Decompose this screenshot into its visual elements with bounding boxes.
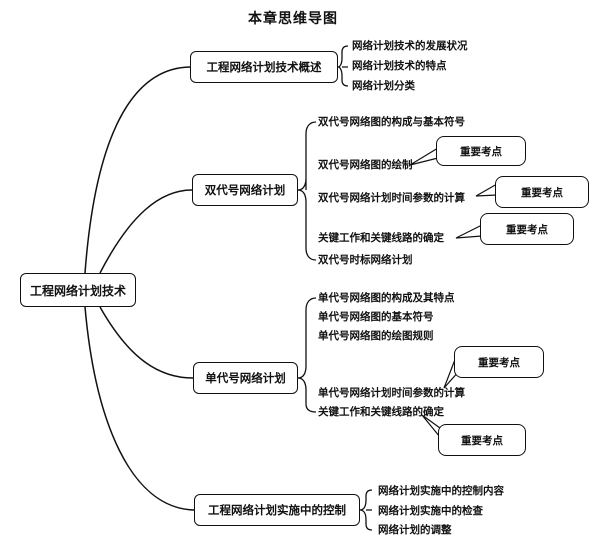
leaf-single-2: 单代号网络图的基本符号 (318, 311, 434, 323)
leaf-single-1: 单代号网络图的构成及其特点 (318, 292, 455, 304)
branch-label-control: 工程网络计划实施中的控制 (208, 503, 346, 517)
leaf-overview-1: 网络计划技术的发展状况 (352, 40, 468, 52)
callout-pointer-3 (455, 224, 483, 239)
leaf-single-4: 单代号网络计划时间参数的计算 (318, 387, 465, 399)
key-point-label-4: 重要考点 (478, 356, 520, 369)
brace-branch-1 (337, 45, 349, 87)
page-title: 本章思维导图 (248, 11, 338, 27)
leaf-control-2: 网络计划实施中的检查 (378, 505, 483, 517)
leaf-double-3: 双代号网络计划时间参数的计算 (318, 192, 465, 204)
key-point-label-5: 重要考点 (461, 434, 503, 447)
branch-label-double-code: 双代号网络计划 (204, 183, 286, 197)
branch-label-overview: 工程网络计划技术概述 (206, 60, 322, 74)
leaf-overview-2: 网络计划技术的特点 (352, 60, 447, 72)
key-point-callout-1: 重要考点 (436, 136, 526, 166)
leaf-double-1: 双代号网络图的构成与基本符号 (318, 116, 465, 128)
callout-pointer-2 (475, 183, 498, 197)
branch-node-double-code: 双代号网络计划 (192, 174, 298, 206)
leaf-overview-3: 网络计划分类 (352, 80, 415, 92)
brace-branch-2 (297, 121, 317, 261)
callout-pointer-5 (421, 414, 445, 443)
key-point-label-1: 重要考点 (460, 145, 502, 158)
root-node: 工程网络计划技术 (20, 273, 136, 307)
leaf-double-4: 关键工作和关键线路的确定 (318, 232, 444, 244)
connector-root-branch-2 (99, 189, 193, 274)
key-point-callout-3: 重要考点 (480, 213, 574, 245)
brace-branch-4 (359, 489, 373, 531)
root-node-label: 工程网络计划技术 (29, 283, 126, 298)
branch-node-single-code: 单代号网络计划 (193, 362, 298, 394)
leaf-control-3: 网络计划的调整 (378, 524, 452, 536)
key-point-callout-5: 重要考点 (438, 424, 526, 456)
branch-node-control: 工程网络计划实施中的控制 (194, 494, 360, 526)
key-point-callout-4: 重要考点 (454, 346, 544, 378)
connector-root-branch-4 (84, 306, 195, 511)
leaf-control-1: 网络计划实施中的控制内容 (378, 485, 504, 497)
connector-root-branch-1 (84, 66, 191, 274)
brace-branch-3 (297, 297, 317, 413)
branch-label-single-code: 单代号网络计划 (205, 371, 286, 385)
connector-root-branch-3 (99, 306, 194, 379)
leaf-single-5: 关键工作和关键线路的确定 (318, 406, 444, 418)
key-point-label-3: 重要考点 (506, 223, 548, 236)
callout-pointer-4 (443, 356, 461, 389)
leaf-double-2: 双代号网络图的绘制 (318, 159, 413, 171)
leaf-double-5: 双代号时标网络计划 (318, 254, 413, 266)
leaf-single-3: 单代号网络图的绘图规则 (318, 330, 434, 342)
branch-node-overview: 工程网络计划技术概述 (190, 51, 338, 83)
key-point-label-2: 重要考点 (521, 186, 563, 199)
key-point-callout-2: 重要考点 (495, 176, 589, 208)
callout-pointer-1 (409, 147, 439, 166)
